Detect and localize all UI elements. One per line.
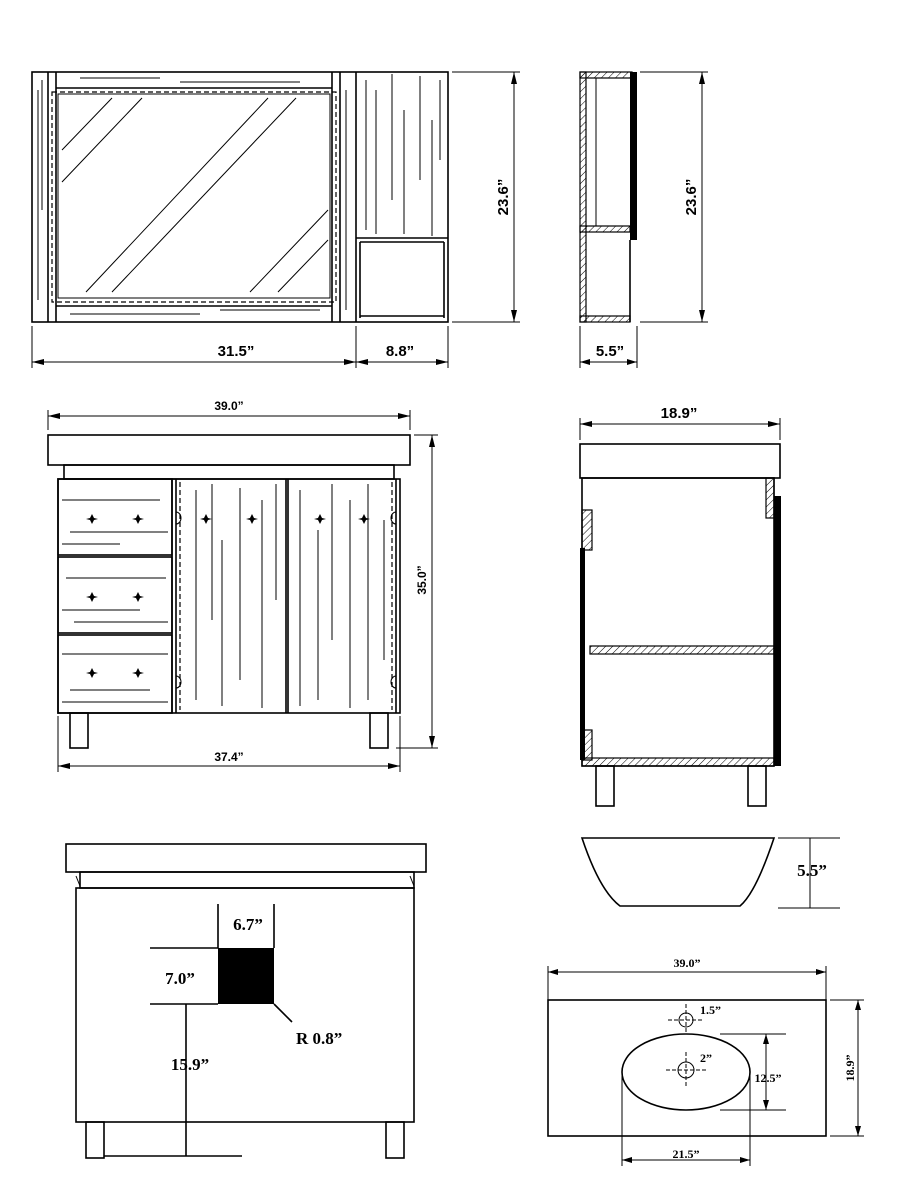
mirror-side-section: 23.6” 5.5” bbox=[579, 71, 708, 368]
plan-width-label: 39.0” bbox=[674, 956, 701, 970]
top-width-label: 39.0” bbox=[214, 399, 243, 413]
corner-radius-label: R 0.8” bbox=[296, 1029, 342, 1048]
vanity-height-label: 35.0” bbox=[415, 565, 429, 594]
mirror-dimensions: 31.5” 8.8” 23.6” bbox=[31, 71, 520, 368]
side-depth-label: 18.9” bbox=[661, 405, 698, 422]
plan-depth-label: 18.9” bbox=[843, 1055, 857, 1082]
mirror-depth-label: 5.5” bbox=[596, 343, 624, 360]
cutout-from-floor-label: 15.9” bbox=[171, 1055, 209, 1074]
sink-height-label: 5.5” bbox=[797, 861, 827, 880]
cutout-width-label: 6.7” bbox=[233, 915, 263, 934]
shelf-width-label: 8.8” bbox=[386, 343, 414, 360]
mirror-front-view bbox=[31, 71, 449, 323]
bowl-width-label: 21.5” bbox=[673, 1147, 700, 1161]
cutout-height-label: 7.0” bbox=[165, 969, 195, 988]
top-plan-view: 39.0” 18.9” 1.5” 2” 12.5” 21.5” bbox=[547, 956, 864, 1166]
vanity-back-view: 6.7” 7.0” R 0.8” 15.9” bbox=[65, 843, 427, 1159]
vanity-side-section: 18.9” bbox=[579, 405, 781, 807]
sink-elevation: 5.5” bbox=[580, 837, 840, 909]
drawer-knobs bbox=[86, 514, 144, 678]
mirror-side-height-label: 23.6” bbox=[683, 179, 700, 216]
bowl-depth-label: 12.5” bbox=[755, 1071, 782, 1085]
cabinet-width-label: 37.4” bbox=[214, 750, 243, 764]
mirror-width-label: 31.5” bbox=[218, 343, 255, 360]
mirror-height-label: 23.6” bbox=[495, 179, 512, 216]
faucet-hole-label: 1.5” bbox=[700, 1003, 721, 1017]
vanity-front-view: 39.0” bbox=[47, 399, 438, 772]
drain-hole-label: 2” bbox=[700, 1051, 712, 1065]
